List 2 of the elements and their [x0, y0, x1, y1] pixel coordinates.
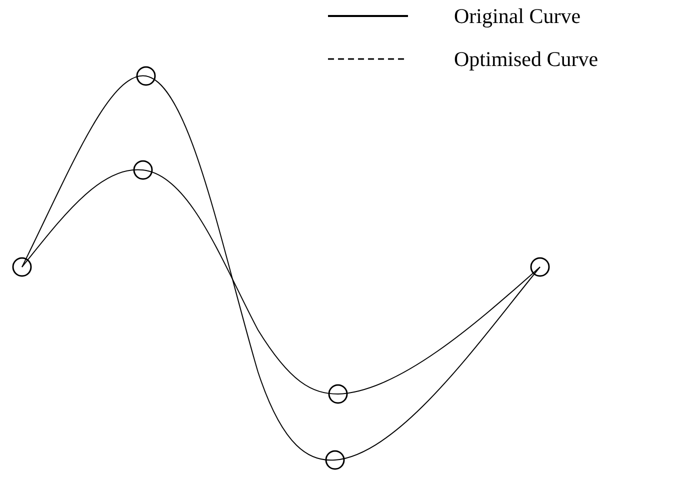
legend-text: Optimised Curve	[454, 47, 598, 71]
legend-text: Original Curve	[454, 4, 581, 28]
